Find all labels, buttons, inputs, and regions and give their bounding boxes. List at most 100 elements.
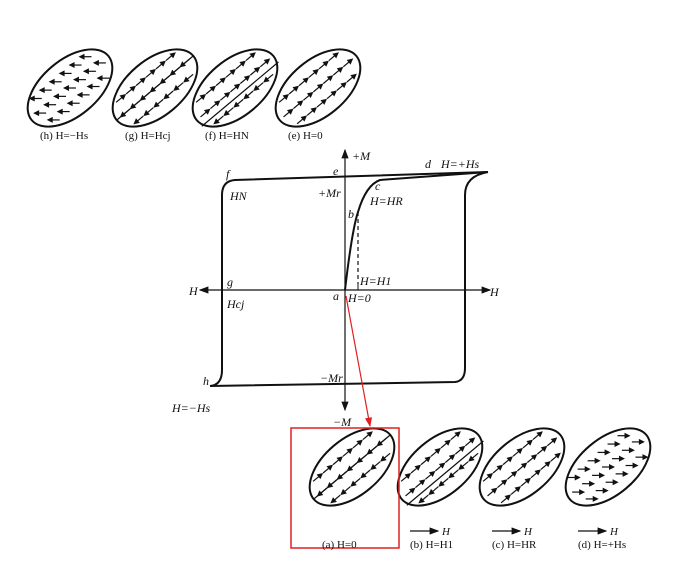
- moment-arrow: [283, 108, 294, 118]
- pointer-arrow: [345, 295, 373, 428]
- point-b: b: [348, 207, 354, 221]
- moment-arrow: [318, 60, 329, 70]
- moment-arrow: [376, 437, 387, 447]
- moment-arrow: [517, 462, 528, 472]
- moment-arrow: [502, 456, 514, 466]
- point-f: f: [226, 167, 231, 181]
- h0-label: H=0: [347, 291, 371, 305]
- moment-arrow: [621, 447, 635, 454]
- moment-arrow: [316, 98, 327, 108]
- moment-arrow: [550, 452, 561, 462]
- moment-arrow: [546, 437, 558, 447]
- hr-label: H=HR: [369, 194, 403, 208]
- moment-arrow: [360, 469, 371, 479]
- caption-e: (e) H=0: [288, 130, 323, 142]
- domain-wall: [406, 440, 484, 506]
- moment-arrow: [420, 456, 432, 466]
- moment-arrow: [448, 469, 459, 479]
- moment-arrow: [328, 52, 339, 62]
- moment-arrow: [293, 100, 304, 110]
- h-right-label: H: [489, 285, 500, 299]
- moment-arrow: [530, 469, 541, 479]
- moment-arrow: [510, 486, 522, 495]
- moment-arrow: [500, 494, 512, 504]
- caption-a: (a) H=0: [322, 539, 357, 551]
- domain-wall: [201, 61, 279, 127]
- moment-arrow: [430, 447, 441, 457]
- moment-arrow: [572, 489, 586, 496]
- moment-arrow: [183, 73, 194, 83]
- moment-arrow: [76, 91, 90, 98]
- moment-arrow: [38, 87, 52, 94]
- moment-arrow: [405, 487, 416, 497]
- moment-arrow: [577, 466, 591, 473]
- moment-arrow: [235, 60, 246, 70]
- moment-arrow: [86, 83, 100, 90]
- moment-arrow: [129, 100, 141, 110]
- minus-mr-label: −Mr: [320, 371, 343, 385]
- field-label: H: [441, 526, 451, 538]
- moment-arrow: [288, 85, 300, 95]
- initial-curve: [344, 171, 489, 291]
- moment-arrow: [153, 98, 164, 108]
- caption-c: (c) H=HR: [492, 539, 537, 551]
- moment-arrow: [139, 92, 151, 101]
- moment-arrow: [450, 431, 461, 441]
- moment-arrow: [482, 472, 494, 482]
- moment-arrow: [96, 75, 110, 82]
- plus-m-label: +M: [352, 149, 371, 163]
- moment-arrow: [602, 464, 615, 470]
- moment-arrow: [540, 461, 551, 470]
- moment-arrow: [313, 83, 324, 93]
- field-label: H: [609, 526, 619, 538]
- minus-m-label: −M: [333, 415, 352, 429]
- moment-arrow: [92, 59, 106, 66]
- moment-arrow: [635, 454, 649, 461]
- moment-arrow: [312, 472, 324, 482]
- moment-arrow: [225, 68, 236, 78]
- moment-arrow: [278, 93, 290, 103]
- moment-arrow: [611, 455, 625, 462]
- moment-arrow: [210, 100, 221, 110]
- moment-arrow: [78, 53, 92, 60]
- moment-arrow: [133, 115, 144, 125]
- moment-arrow: [605, 479, 619, 486]
- caption-b: (b) H=H1: [410, 539, 453, 551]
- point-d: d: [425, 157, 432, 171]
- moment-arrow: [213, 115, 224, 125]
- moment-arrow: [625, 462, 639, 469]
- moment-arrow: [526, 454, 538, 463]
- moment-arrow: [53, 93, 67, 100]
- moment-arrow: [233, 98, 244, 108]
- moment-arrow: [487, 487, 498, 497]
- moment-arrow: [215, 77, 227, 87]
- moment-arrow: [435, 462, 446, 472]
- moment-arrow: [46, 116, 60, 123]
- point-g: g: [227, 275, 233, 289]
- moment-arrow: [143, 107, 154, 117]
- moment-arrow: [585, 495, 599, 502]
- moment-arrow: [468, 452, 479, 462]
- moment-arrow: [464, 437, 476, 447]
- moment-arrow: [28, 95, 42, 102]
- moment-arrow: [303, 91, 314, 101]
- moment-arrow: [48, 78, 62, 85]
- moment-arrow: [179, 58, 190, 68]
- moment-arrow: [163, 90, 174, 100]
- moment-arrow: [72, 76, 86, 83]
- moment-arrow: [340, 486, 351, 496]
- moment-arrow: [400, 472, 412, 482]
- moment-arrow: [33, 110, 47, 117]
- moment-arrow: [587, 457, 601, 464]
- hysteresis-loop: [209, 171, 489, 387]
- moment-arrow: [173, 82, 184, 92]
- moment-arrow: [243, 90, 254, 100]
- moment-arrow: [223, 107, 234, 117]
- field-label: H: [523, 526, 533, 538]
- hcj-label: Hcj: [226, 297, 245, 311]
- moment-arrow: [330, 494, 341, 504]
- moment-arrow: [322, 464, 334, 474]
- plus-hs-label: H=+Hs: [440, 157, 480, 171]
- moment-arrow: [68, 62, 82, 69]
